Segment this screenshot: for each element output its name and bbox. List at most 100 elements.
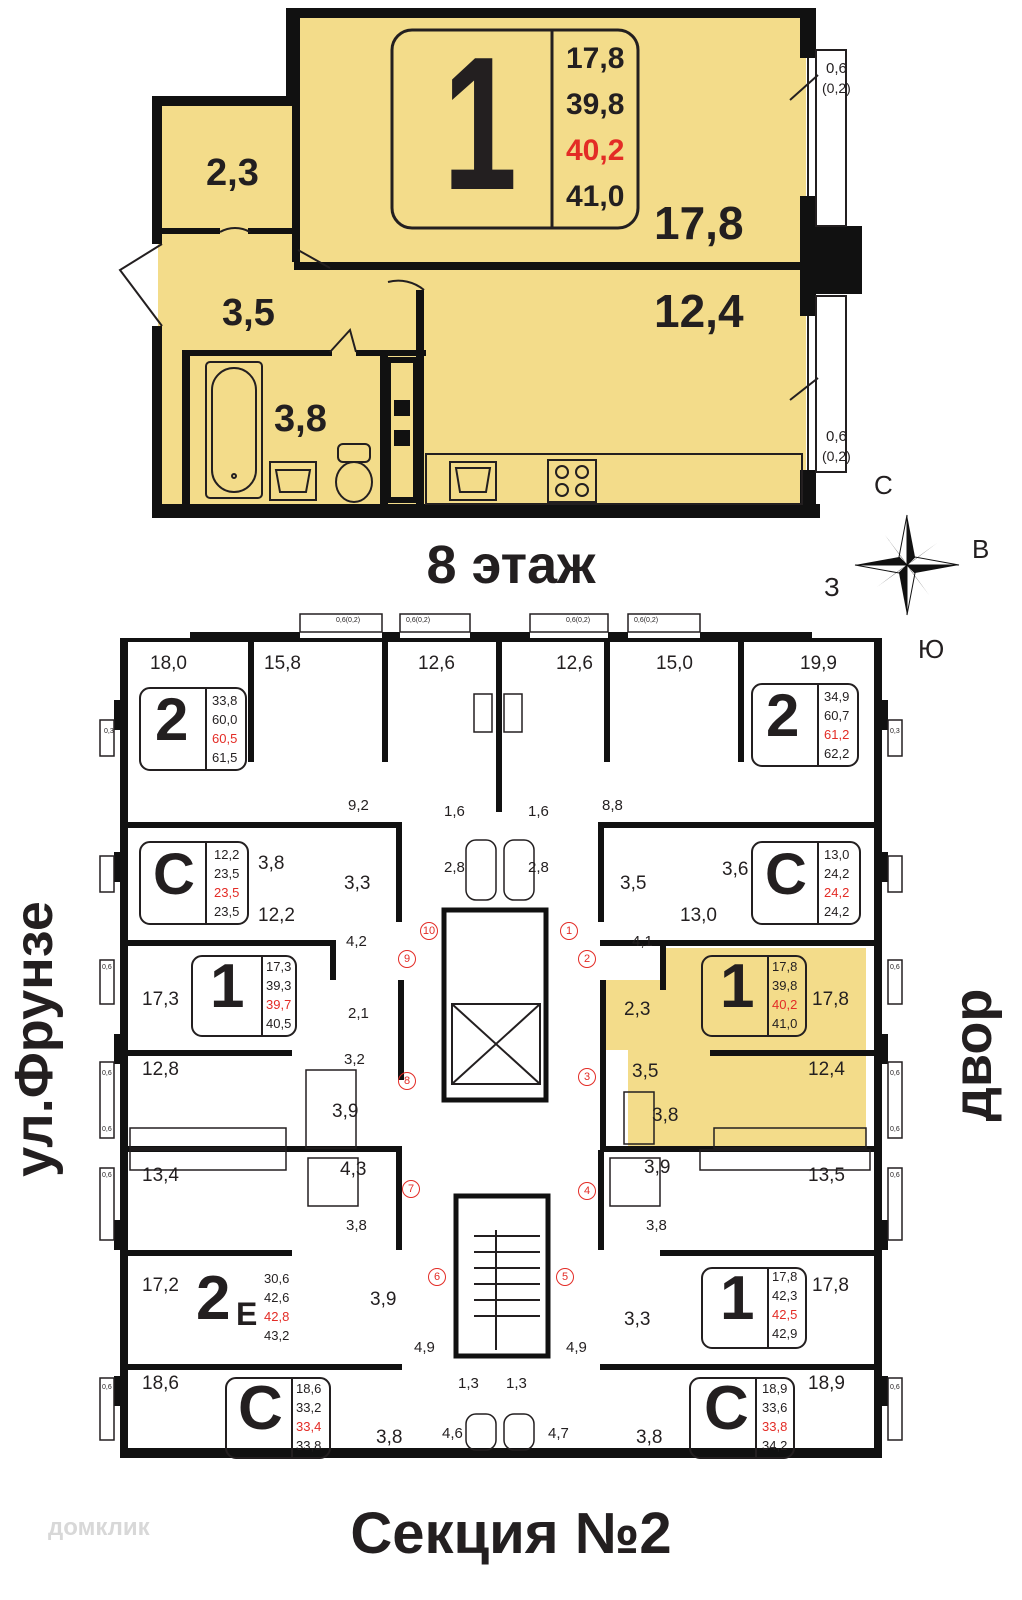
side-small-label: 0,3 xyxy=(104,728,114,735)
unit-area-value: 24,2 xyxy=(824,866,850,881)
unit-room-area: 19,9 xyxy=(800,653,837,674)
side-loggia-label: 0,6 xyxy=(102,964,112,971)
door-number-badge: 9 xyxy=(398,950,416,968)
door-number-badge: 8 xyxy=(398,1072,416,1090)
highlighted-apartment xyxy=(600,948,866,1146)
unit-area-value: 17,3 xyxy=(266,959,292,974)
unit-area-value: 42,5 xyxy=(772,1307,798,1322)
unit-type-label: С xyxy=(238,1374,283,1443)
door-number-badge: 4 xyxy=(578,1182,596,1200)
balcony-bottom-reduced: (0,2) xyxy=(822,448,851,464)
top-balcony-label: 0,6(0,2) xyxy=(566,617,591,624)
unit-room-area: 4,3 xyxy=(340,1159,367,1180)
unit-room-area: 18,9 xyxy=(808,1373,845,1394)
unit-area-value: 23,5 xyxy=(214,904,240,919)
unit-area-value: 61,2 xyxy=(824,727,850,742)
area-total-reduced: 40,2 xyxy=(566,134,625,167)
room-storage-area: 2,3 xyxy=(206,152,259,194)
unit-room-area: 13,5 xyxy=(808,1165,845,1186)
sink-icon xyxy=(269,461,317,501)
unit-room-area: 12,6 xyxy=(556,653,593,674)
room-hall-area: 3,5 xyxy=(222,292,275,334)
door-number-badge: 3 xyxy=(578,1068,596,1086)
floor-plan xyxy=(99,613,903,1459)
unit-room-area: 3,9 xyxy=(644,1157,671,1178)
unit-room-area: 17,3 xyxy=(142,989,179,1010)
unit-room-area: 3,8 xyxy=(652,1105,679,1126)
unit-area-value: 42,9 xyxy=(772,1326,798,1341)
yard-label: двор xyxy=(943,988,1003,1122)
unit-room-area: 3,9 xyxy=(332,1101,359,1122)
room-bathroom-area: 3,8 xyxy=(274,398,327,440)
room-living-area: 17,8 xyxy=(654,197,744,249)
unit-area-value: 34,2 xyxy=(762,1438,788,1453)
unit-type-label: С xyxy=(153,842,195,907)
unit-area-value: 23,5 xyxy=(214,866,240,881)
unit-area-value: 23,5 xyxy=(214,885,240,900)
side-loggia-label: 0,6 xyxy=(890,1070,900,1077)
side-loggia-label: 0,6 xyxy=(890,1172,900,1179)
area-living: 17,8 xyxy=(566,42,625,75)
street-label: ул.Фрунзе xyxy=(4,901,64,1177)
wc-area: 1,6 xyxy=(528,803,549,820)
unit-type-label: 1 xyxy=(720,1264,755,1333)
compass-west: З xyxy=(824,572,840,602)
unit-area-value: 42,8 xyxy=(264,1309,290,1324)
unit-type-label: 1 xyxy=(720,952,755,1021)
unit-area-value: 33,2 xyxy=(296,1400,322,1415)
unit-room-area: 3,3 xyxy=(344,873,371,894)
wc-area: 1,3 xyxy=(506,1375,527,1392)
side-loggia-label: 0,6 xyxy=(102,1126,112,1133)
corridor-area: 4,9 xyxy=(566,1339,587,1356)
unit-type-label: 2 xyxy=(766,682,800,749)
unit-room-area: 3,9 xyxy=(370,1289,397,1310)
wc-area: 1,3 xyxy=(458,1375,479,1392)
apartment-fixtures xyxy=(205,361,803,505)
unit-area-value: 34,9 xyxy=(824,689,850,704)
corridor-area: 4,2 xyxy=(346,933,367,950)
corridor-area: 3,8 xyxy=(646,1217,667,1234)
door-number-badge: 1 xyxy=(560,922,578,940)
corridor-area: 8,8 xyxy=(602,797,623,814)
wc-area: 2,8 xyxy=(444,859,465,876)
unit-area-value: 33,6 xyxy=(762,1400,788,1415)
wc-area: 4,7 xyxy=(548,1425,569,1442)
section-title: Секция №2 xyxy=(350,1501,672,1566)
unit-area-value: 60,0 xyxy=(212,712,238,727)
unit-room-area: 3,5 xyxy=(632,1061,659,1082)
unit-area-value: 33,8 xyxy=(296,1438,322,1453)
unit-room-area: 3,3 xyxy=(624,1309,651,1330)
unit-area-value: 33,4 xyxy=(296,1419,322,1434)
compass-south: Ю xyxy=(918,634,945,664)
unit-area-value: 42,6 xyxy=(264,1290,290,1305)
unit-room-area: 17,2 xyxy=(142,1275,179,1296)
door-number-badge: 7 xyxy=(402,1180,420,1198)
unit-room-area: 3,8 xyxy=(636,1427,663,1448)
unit-room-area: 3,8 xyxy=(376,1427,403,1448)
unit-room-area: 15,0 xyxy=(656,653,693,674)
unit-area-value: 18,6 xyxy=(296,1381,322,1396)
unit-area-value: 40,2 xyxy=(772,997,798,1012)
unit-room-area: 12,4 xyxy=(808,1059,845,1080)
unit-room-area: 12,6 xyxy=(418,653,455,674)
side-loggia-label: 0,6 xyxy=(102,1172,112,1179)
unit-room-area: 17,8 xyxy=(812,989,849,1010)
floor-title: 8 этаж xyxy=(426,535,596,595)
unit-area-value: 12,2 xyxy=(214,847,240,862)
apartment-walls xyxy=(152,8,862,518)
unit-type-label: 2 xyxy=(196,1264,231,1333)
unit-room-area: 18,6 xyxy=(142,1373,179,1394)
unit-area-value: 39,8 xyxy=(772,978,798,993)
balcony-top-reduced: (0,2) xyxy=(822,80,851,96)
unit-area-value: 17,8 xyxy=(772,959,798,974)
apartment-info-card xyxy=(390,28,640,230)
unit-room-area: 3,8 xyxy=(258,853,285,874)
side-small-label: 0,3 xyxy=(890,728,900,735)
balcony-bottom-area: 0,6 xyxy=(826,428,847,445)
unit-area-value: 39,7 xyxy=(266,997,292,1012)
apartment-doors xyxy=(118,49,847,473)
room-kitchen-area: 12,4 xyxy=(654,285,744,337)
unit-area-value: 30,6 xyxy=(264,1271,290,1286)
apartment-type-number: 1 xyxy=(443,18,517,230)
